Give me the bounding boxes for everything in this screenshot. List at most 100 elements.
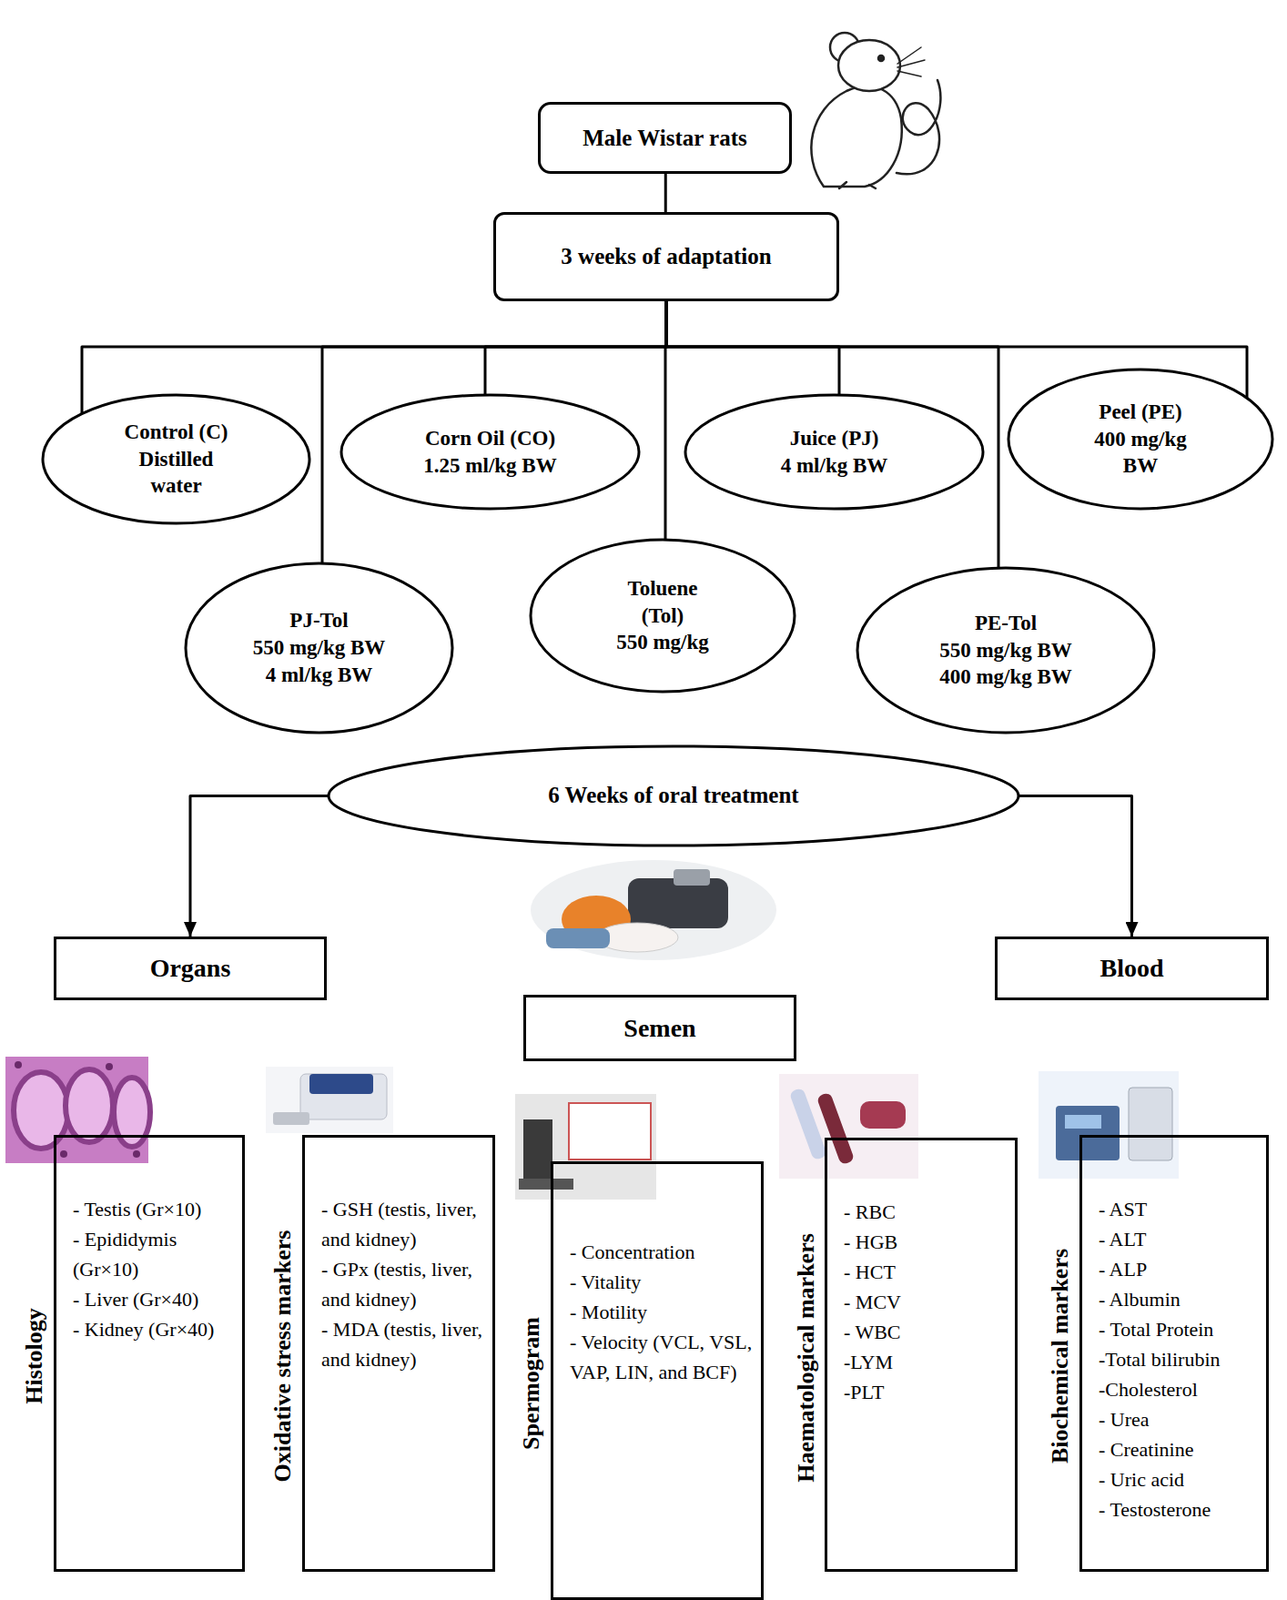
ellipse-outline — [328, 746, 1019, 846]
list-item: -PLT — [843, 1377, 1008, 1408]
node-label: Peel (PE) — [1098, 398, 1182, 426]
node-label: Juice (PJ) — [790, 425, 880, 453]
spectrophotometer-photo-part — [273, 1112, 310, 1125]
connector — [190, 796, 328, 938]
list-item: - HGB — [843, 1226, 1008, 1257]
histology-photo-part — [65, 1069, 113, 1143]
list-item: - Velocity (VCL, VSL, VAP, LIN, and BCF) — [569, 1327, 754, 1388]
section-heading: Oxidative stress markers — [267, 1137, 299, 1575]
histology-photo-part — [105, 1063, 113, 1071]
rat-illustration-part — [878, 55, 884, 61]
spectrophotometer-photo-part — [309, 1074, 374, 1095]
node-label: Distilled water — [112, 445, 241, 501]
list-item: -LYM — [843, 1347, 1008, 1378]
ellipse-outline — [685, 395, 983, 509]
connector — [1019, 796, 1133, 938]
histology-photo-part — [132, 1150, 141, 1158]
spectrophotometer-photo-part — [300, 1074, 387, 1120]
group-ellipse: PJ-Tol550 mg/kg BW4 ml/kg BW — [183, 561, 455, 735]
node-label: PJ-Tol — [289, 607, 348, 635]
connector — [485, 301, 667, 396]
node-label: 550 mg/kg — [616, 628, 710, 657]
histology-photo — [5, 1056, 151, 1164]
result-box: Biochemical markers- AST- ALT- ALP- Albu… — [1079, 1134, 1269, 1572]
list-item: - Creatinine — [1098, 1434, 1259, 1465]
spectrophotometer-photo — [265, 1066, 394, 1134]
list-item: - Uric acid — [1098, 1464, 1259, 1495]
list-item: -Total bilirubin — [1098, 1344, 1259, 1375]
ellipse-outline — [185, 563, 453, 733]
connector — [666, 301, 840, 396]
list-item: - WBC — [843, 1317, 1008, 1348]
ellipse-outline — [341, 395, 639, 509]
node-label: Organs — [150, 953, 232, 983]
blood-tubes-photo-part — [816, 1092, 855, 1166]
list-item: - Urea — [1098, 1404, 1259, 1435]
process-box: Organs — [53, 936, 327, 1001]
list-item: - RBC — [843, 1196, 1008, 1227]
histology-photo-part — [60, 1150, 68, 1158]
group-ellipse: Toluene (Tol)550 mg/kg — [528, 537, 797, 694]
group-ellipse: Peel (PE)400 mg/kg BW — [1006, 367, 1275, 511]
group-ellipse: 6 Weeks of oral treatment — [326, 744, 1021, 848]
semen-photo-part — [530, 860, 777, 961]
rat-illustration-part — [839, 182, 876, 189]
microscope-photo-part — [568, 1103, 651, 1160]
ellipse-outline — [857, 567, 1155, 733]
node-label: Toluene (Tol) — [612, 575, 713, 630]
node-label: 4 ml/kg BW — [780, 452, 889, 480]
list-item: - HCT — [843, 1256, 1008, 1287]
semen-photo — [530, 860, 777, 961]
microscope-photo-part — [523, 1119, 553, 1184]
analyzer-photo-part — [1064, 1114, 1102, 1129]
list-item: - GPx (testis, liver, and kidney) — [321, 1254, 486, 1315]
connector — [322, 301, 667, 564]
list-item: - MCV — [843, 1287, 1008, 1318]
result-box: Spermogram- Concentration- Vitality- Mot… — [550, 1161, 764, 1600]
list-item: - MDA (testis, liver, and kidney) — [321, 1314, 486, 1375]
node-label: Male Wistar rats — [582, 125, 748, 152]
process-box: 3 weeks of adaptation — [493, 212, 840, 302]
group-ellipse: Control (C)Distilled water — [40, 393, 312, 526]
list-item: - ALP — [1098, 1254, 1259, 1285]
list-item: - Albumin — [1098, 1284, 1259, 1315]
result-box: Oxidative stress markers- GSH (testis, l… — [302, 1134, 496, 1572]
semen-photo-part — [546, 928, 610, 949]
result-box: Haematological markers- RBC- HGB- HCT- M… — [824, 1137, 1018, 1572]
ellipse-outline — [42, 395, 310, 524]
list-item: - Epididymis (Gr×10) — [72, 1224, 235, 1285]
node-label: 550 mg/kg BW — [939, 637, 1073, 665]
section-heading: Biochemical markers — [1044, 1137, 1076, 1575]
node-label: 400 mg/kg BW — [1084, 425, 1198, 481]
rat-illustration-part — [838, 40, 901, 92]
list-item: -Cholesterol — [1098, 1374, 1259, 1405]
ellipse-outline — [339, 393, 641, 511]
ellipse-outline — [1008, 369, 1273, 509]
analyzer-photo — [1038, 1071, 1179, 1179]
process-box: Male Wistar rats — [537, 101, 792, 174]
rat-illustration-part — [897, 47, 925, 77]
node-label: 6 Weeks of oral treatment — [547, 780, 799, 811]
result-box: Histology- Testis (Gr×10)- Epididymis (G… — [53, 1134, 245, 1572]
ellipse-outline — [683, 393, 985, 511]
node-label: PE-Tol — [974, 609, 1037, 638]
list-item: - Vitality — [569, 1266, 754, 1298]
semen-photo-part — [628, 878, 729, 929]
blood-tubes-photo — [779, 1074, 919, 1179]
list-item: - AST — [1098, 1194, 1259, 1225]
analyzer-photo-part — [1055, 1105, 1120, 1161]
semen-photo-part — [673, 869, 710, 886]
group-ellipse: Corn Oil (CO)1.25 ml/kg BW — [339, 393, 641, 511]
rat-illustration-part — [810, 86, 902, 187]
node-label: 3 weeks of adaptation — [560, 243, 771, 270]
process-box: Blood — [994, 936, 1269, 1001]
analyzer-photo-part — [1128, 1087, 1173, 1161]
analyzer-photo-part — [1038, 1071, 1179, 1179]
list-item: - GSH (testis, liver, and kidney) — [321, 1194, 486, 1255]
section-heading: Haematological markers — [790, 1140, 821, 1575]
rat-illustration-part — [896, 80, 941, 174]
connector — [666, 301, 999, 568]
list-item: - Kidney (Gr×40) — [72, 1314, 235, 1345]
node-label: Corn Oil (CO) — [425, 425, 556, 453]
